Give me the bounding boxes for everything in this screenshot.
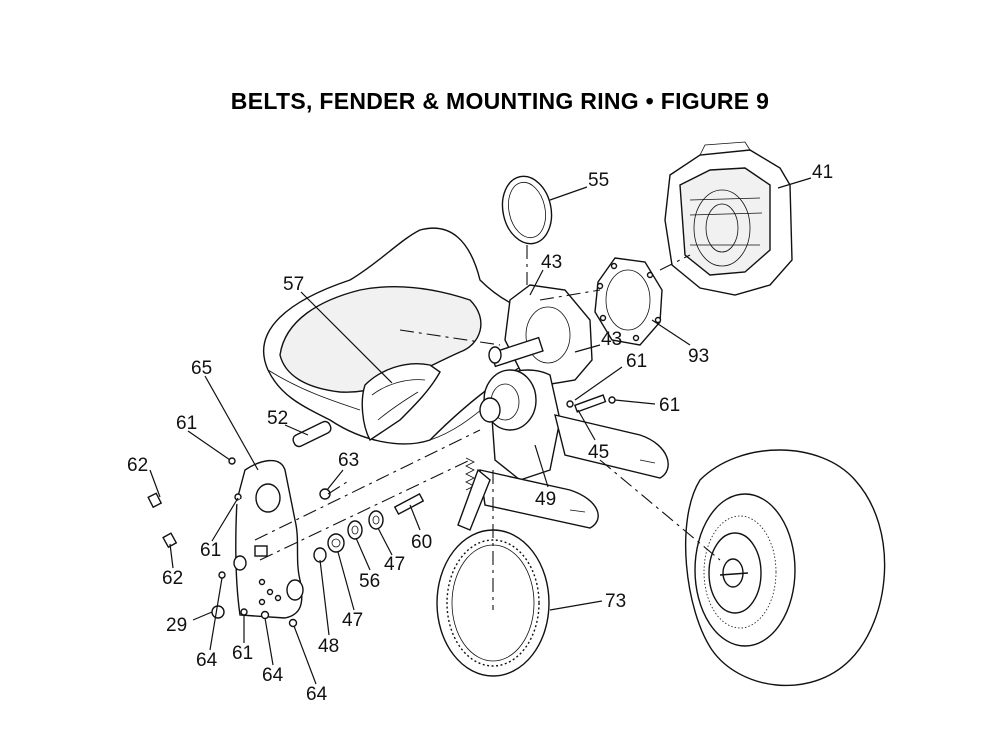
callout-61: 61: [200, 540, 221, 561]
callout-29: 29: [166, 615, 187, 636]
callout-60: 60: [411, 532, 432, 553]
callout-65: 65: [191, 358, 212, 379]
wheel: [685, 449, 886, 687]
callout-labels: 55 41 43 57 43 93 65 61 61 61 52 45 62 6…: [127, 162, 833, 705]
spring-arm: [457, 457, 491, 531]
bolt-part-62-upper: [147, 461, 229, 509]
callout-56: 56: [359, 571, 380, 592]
callout-43: 43: [601, 329, 622, 350]
figure-title: BELTS, FENDER & MOUNTING RING • FIGURE 9: [230, 88, 770, 114]
callout-64: 64: [196, 650, 218, 671]
nut-61-upper: [228, 457, 236, 465]
callout-52: 52: [267, 408, 288, 429]
callout-73: 73: [605, 591, 626, 612]
callout-45: 45: [588, 442, 609, 463]
callout-61: 61: [659, 395, 680, 416]
callout-47: 47: [342, 610, 363, 631]
callout-43: 43: [541, 252, 562, 273]
callout-61: 61: [626, 351, 647, 372]
blade-part-45: [554, 414, 669, 479]
pulley-housing: [479, 369, 561, 481]
leader-lines: [149, 177, 812, 685]
ring-part-55: [501, 175, 553, 245]
callout-62: 62: [127, 455, 148, 476]
alignment-lines: [254, 245, 721, 610]
callout-64: 64: [262, 665, 284, 686]
callout-64: 64: [306, 684, 328, 705]
engine-part-41: [664, 141, 793, 296]
callout-61: 61: [232, 643, 253, 664]
callout-48: 48: [318, 636, 339, 657]
gasket-part-93: [594, 257, 663, 346]
bolt-part-62-lower: [162, 496, 246, 549]
callout-55: 55: [588, 170, 609, 191]
washers-nuts: [211, 394, 616, 628]
callout-62: 62: [162, 568, 183, 589]
callout-57: 57: [283, 274, 304, 295]
blade-part-49: [479, 469, 599, 529]
mounting-plate-part-43: [488, 284, 593, 386]
callout-63: 63: [338, 450, 359, 471]
callout-61: 61: [176, 413, 197, 434]
callout-41: 41: [812, 162, 833, 183]
belt-part-73: [436, 529, 550, 677]
callout-47: 47: [384, 554, 405, 575]
callout-49: 49: [535, 489, 556, 510]
callout-93: 93: [688, 346, 709, 367]
side-plate-part-65: [234, 459, 304, 619]
chute-part-57: [361, 363, 441, 442]
spacer-part-52: [292, 420, 332, 448]
